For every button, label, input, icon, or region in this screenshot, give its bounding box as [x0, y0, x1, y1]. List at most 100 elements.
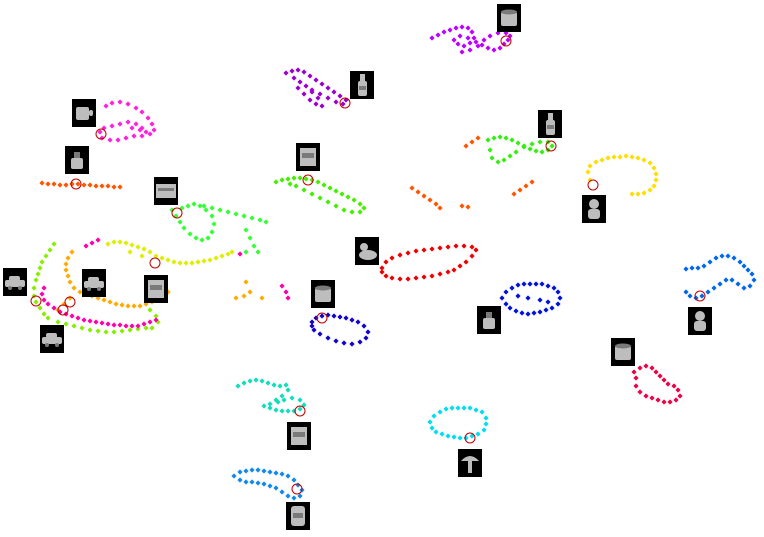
data-point [379, 265, 385, 271]
data-point [153, 317, 159, 323]
reference-marker [64, 296, 76, 308]
data-point [543, 307, 549, 313]
data-point [241, 380, 247, 386]
data-point [209, 229, 215, 235]
data-point [233, 211, 239, 217]
data-point [297, 406, 303, 412]
data-point [487, 33, 493, 39]
data-point [495, 159, 501, 165]
data-point [241, 213, 247, 219]
data-point [39, 259, 45, 265]
data-point [503, 289, 509, 295]
data-point [523, 183, 529, 189]
data-point [285, 473, 291, 479]
data-point [469, 29, 475, 35]
data-point [95, 237, 101, 243]
data-point [469, 139, 475, 145]
data-point [39, 180, 45, 186]
data-point [713, 255, 719, 261]
data-point [319, 313, 325, 319]
data-point [307, 73, 313, 79]
data-point [509, 137, 515, 143]
data-point [485, 137, 491, 143]
data-point [41, 311, 47, 317]
data-point [169, 207, 175, 213]
data-point [649, 395, 655, 401]
data-point [129, 242, 135, 248]
data-point [519, 310, 525, 316]
data-point [47, 247, 53, 253]
data-point [193, 235, 199, 241]
data-point [657, 373, 663, 379]
data-point [461, 43, 467, 49]
data-point [99, 320, 105, 326]
data-point [463, 435, 469, 441]
data-point [135, 323, 141, 329]
data-point [87, 182, 93, 188]
data-point [37, 265, 43, 271]
data-point [237, 469, 243, 475]
data-point [283, 382, 289, 388]
data-point [117, 121, 123, 127]
data-point [507, 305, 513, 311]
data-point [243, 227, 249, 233]
figurine-thumbnail [582, 195, 606, 223]
data-point [187, 231, 193, 237]
data-point [117, 184, 123, 190]
data-point [745, 267, 751, 273]
data-point [273, 407, 279, 413]
data-point [149, 121, 155, 127]
data-point [555, 301, 561, 307]
data-point [153, 253, 159, 259]
data-point [683, 266, 689, 272]
data-point [309, 319, 315, 325]
data-point [341, 207, 347, 213]
series-14 [235, 377, 307, 414]
data-point [105, 321, 111, 327]
data-point [203, 207, 209, 213]
data-point [349, 317, 355, 323]
data-point [481, 427, 487, 433]
data-point [341, 340, 347, 346]
data-point [201, 203, 207, 209]
data-point [489, 155, 495, 161]
data-point [235, 383, 241, 389]
data-point [340, 101, 346, 107]
data-point [549, 143, 555, 149]
data-point [147, 319, 153, 325]
data-point [319, 81, 325, 87]
mug-thumbnail [72, 99, 96, 127]
data-point [83, 243, 89, 249]
data-point [261, 468, 267, 474]
bottle-thumbnail [538, 110, 562, 138]
data-point [751, 277, 757, 283]
data-point [283, 70, 289, 76]
data-point [431, 413, 437, 419]
data-point [51, 241, 57, 247]
reference-marker [57, 304, 69, 316]
data-point [729, 277, 735, 283]
data-point [131, 303, 137, 309]
data-point [313, 101, 319, 107]
data-point [333, 188, 339, 194]
series-4 [273, 175, 367, 215]
data-point [641, 190, 647, 196]
cup-thumbnail [497, 4, 521, 32]
data-point [451, 267, 457, 273]
data-point [633, 375, 639, 381]
data-point [101, 297, 107, 303]
data-point [149, 325, 155, 331]
series-15 [427, 405, 489, 441]
data-point [45, 315, 51, 321]
data-point [315, 179, 321, 185]
data-point [707, 259, 713, 265]
data-point [147, 307, 153, 313]
data-point [197, 203, 203, 209]
data-point [325, 85, 331, 91]
data-point [57, 182, 63, 188]
data-point [397, 276, 403, 282]
data-point [365, 329, 371, 335]
data-point [655, 397, 661, 403]
data-point [637, 389, 643, 395]
data-point [693, 295, 699, 301]
